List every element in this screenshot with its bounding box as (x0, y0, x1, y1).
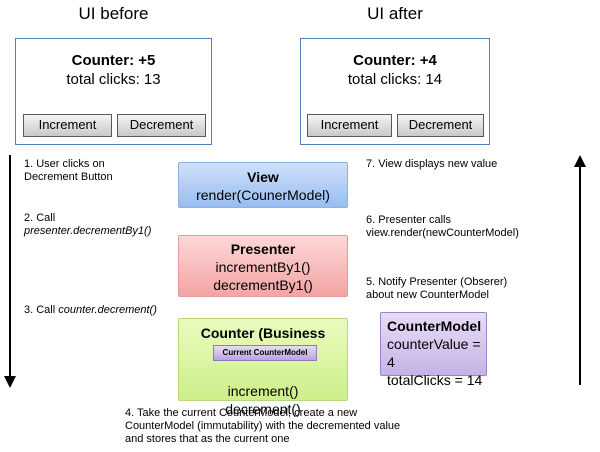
view-title: View (247, 169, 279, 185)
ui-after-increment-button[interactable]: Increment (307, 114, 392, 137)
ui-after-panel: Counter: +4 total clicks: 14 Increment D… (300, 38, 490, 145)
ui-before-panel: Counter: +5 total clicks: 13 Increment D… (15, 38, 212, 145)
step-2-line-1: 2. Call (24, 212, 56, 224)
step-2: 2. Call presenter.decrementBy1() (24, 212, 151, 238)
step-5-line-2: about new CounterModel (366, 289, 489, 301)
ui-after-heading: UI after (367, 4, 423, 23)
step-1: 1. User clicks on Decrement Button (24, 158, 113, 184)
view-box: View render(CounerModel) (178, 162, 348, 208)
ui-after-decrement-button[interactable]: Decrement (397, 114, 484, 137)
counter-increment-method: increment() (227, 383, 299, 399)
step-6: 6. Presenter calls view.render(newCounte… (366, 214, 519, 240)
step-3-method: counter.decrement() (58, 304, 157, 316)
presenter-box: Presenter incrementBy1() decrementBy1() (178, 235, 348, 297)
ui-before-counter-title: Counter: +5 (71, 52, 156, 69)
down-arrow-head (4, 376, 16, 388)
counter-decrement-method: decrement() (225, 401, 301, 417)
step-6-line-2: view.render(newCounterModel) (366, 227, 519, 239)
counter-model-value-field: counterValue = 4 (387, 336, 481, 370)
ui-before-heading: UI before (78, 4, 149, 23)
step-3-prefix: 3. Call (24, 304, 59, 316)
presenter-title: Presenter (230, 241, 296, 257)
step-1-line-2: Decrement Button (24, 171, 113, 183)
step-5-line-1: 5. Notify Presenter (Obserer) (366, 276, 508, 288)
step-4-line-2: CounterModel (immutability) with the dec… (125, 420, 401, 432)
step-3: 3. Call counter.decrement() (24, 304, 157, 317)
ui-before-decrement-button[interactable]: Decrement (117, 114, 206, 137)
step-4: 4. Take the current CounterModel, create… (125, 407, 400, 446)
ui-after-counter-title: Counter: +4 (353, 52, 437, 69)
counter-model-title: CounterModel (387, 318, 482, 334)
step-4-line-1: 4. Take the current CounterModel, create… (125, 407, 358, 419)
up-arrow-head (574, 155, 586, 167)
step-4-line-3: and stores that as the current one (125, 433, 290, 445)
step-2-line-2: presenter.decrementBy1() (24, 225, 152, 237)
counter-model-box: CounterModel counterValue = 4 totalClick… (380, 312, 487, 388)
presenter-decrement-method: decrementBy1() (213, 277, 313, 293)
ui-before-total-clicks: total clicks: 13 (66, 71, 161, 88)
step-7-line-1: 7. View displays new value (366, 158, 498, 170)
step-6-line-1: 6. Presenter calls (366, 214, 451, 226)
current-counter-model-badge: Current CounterModel (213, 345, 317, 361)
ui-after-total-clicks: total clicks: 14 (347, 71, 443, 88)
counter-model-clicks-field: totalClicks = 14 (387, 372, 483, 388)
counter-box: Counter (Business Logic) Current Counter… (178, 318, 348, 417)
step-5: 5. Notify Presenter (Obserer) about new … (366, 276, 507, 302)
step-7: 7. View displays new value (366, 158, 497, 171)
step-1-line-1: 1. User clicks on (24, 158, 105, 170)
ui-before-increment-button[interactable]: Increment (23, 114, 112, 137)
view-render-method: render(CounerModel) (196, 187, 330, 203)
presenter-increment-method: incrementBy1() (215, 259, 311, 275)
